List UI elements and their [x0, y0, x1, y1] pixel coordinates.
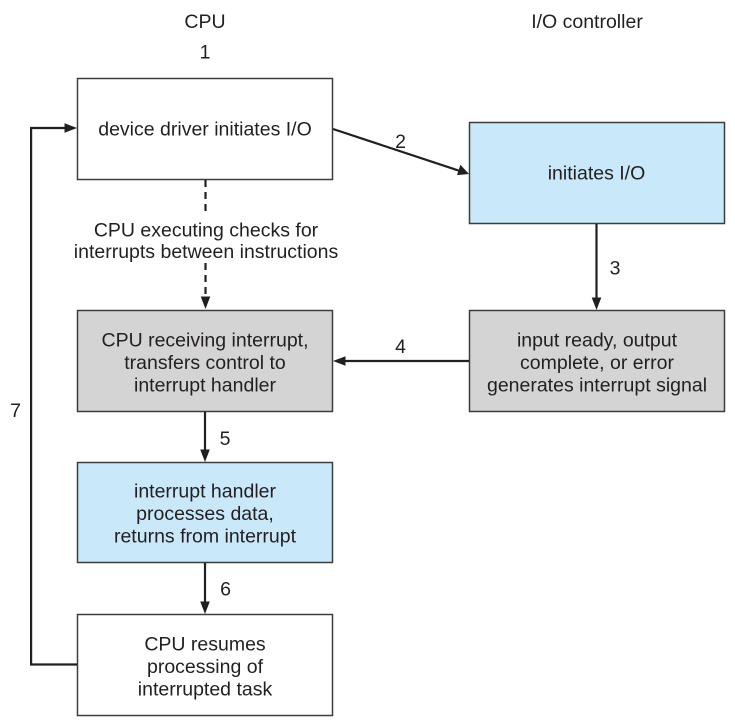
- svg-text:CPU: CPU: [184, 11, 225, 33]
- svg-text:CPU executing checks for: CPU executing checks for: [94, 220, 319, 242]
- svg-text:processes data,: processes data,: [136, 503, 274, 525]
- svg-text:CPU receiving interrupt,: CPU receiving interrupt,: [102, 330, 309, 352]
- svg-text:complete, or error: complete, or error: [520, 352, 674, 374]
- svg-text:interrupts between instruction: interrupts between instructions: [74, 241, 339, 263]
- svg-text:transfers control to: transfers control to: [124, 352, 286, 374]
- svg-text:initiates I/O: initiates I/O: [548, 163, 646, 185]
- svg-text:input ready, output: input ready, output: [517, 330, 678, 352]
- svg-text:2: 2: [395, 131, 406, 153]
- svg-text:interrupt handler: interrupt handler: [134, 375, 277, 397]
- svg-text:3: 3: [610, 258, 621, 280]
- svg-text:returns from interrupt: returns from interrupt: [114, 526, 297, 548]
- svg-text:7: 7: [10, 400, 21, 422]
- svg-text:generates interrupt signal: generates interrupt signal: [487, 375, 707, 397]
- svg-text:device driver initiates I/O: device driver initiates I/O: [98, 119, 312, 141]
- svg-text:CPU resumes: CPU resumes: [144, 634, 266, 656]
- svg-text:5: 5: [220, 428, 231, 450]
- svg-text:interrupted task: interrupted task: [138, 679, 273, 701]
- svg-text:4: 4: [395, 336, 406, 358]
- svg-text:interrupt handler: interrupt handler: [134, 481, 277, 503]
- svg-text:processing of: processing of: [147, 656, 264, 678]
- svg-text:1: 1: [200, 41, 211, 63]
- svg-text:6: 6: [220, 579, 231, 601]
- svg-text:I/O controller: I/O controller: [531, 11, 643, 33]
